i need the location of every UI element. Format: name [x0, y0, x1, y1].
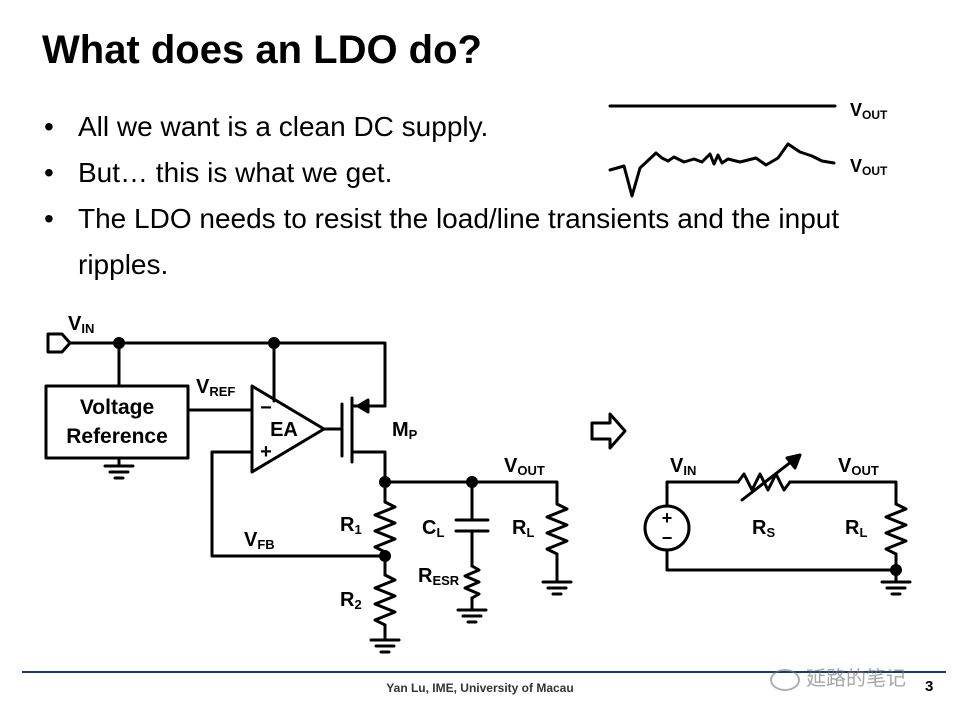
bullet-list: All we want is a clean DC supply. But… t… — [42, 104, 892, 288]
voltage-reference-label: Voltage — [80, 396, 154, 419]
ldo-circuit: VIN Voltage Reference VREF EA − + — [44, 313, 573, 654]
resr-label: RESR — [418, 565, 460, 588]
noisy-vout-label: VOUT — [850, 156, 888, 178]
bullet-item: The LDO needs to resist the load/line tr… — [42, 196, 892, 288]
vin-label: VIN — [68, 313, 94, 336]
eq-rl-label: RL — [845, 517, 867, 540]
footer-text: Yan Lu, IME, University of Macau — [386, 681, 574, 695]
pmos-pass-transistor — [340, 396, 387, 484]
wechat-icon — [770, 668, 800, 691]
resr-resistor — [463, 564, 481, 600]
eq-bottom-wire — [665, 548, 898, 572]
eq-vin-label: VIN — [670, 455, 696, 478]
r2-label: R2 — [340, 589, 362, 612]
junction-dot — [890, 564, 902, 576]
noisy-vout-waveform — [608, 142, 836, 198]
rs-variable-arrowhead — [785, 453, 802, 470]
eq-top-wire-right — [788, 480, 898, 506]
watermark: 延路的笔记 — [770, 662, 906, 691]
rs-variable-arrow — [740, 456, 798, 502]
rs-label: RS — [752, 517, 775, 540]
page-number: 3 — [925, 678, 934, 695]
ldo-diagram: VOUT VOUT VIN Voltage Reference VREF EA … — [44, 100, 912, 654]
r2-resistor — [373, 573, 397, 627]
ground-icon — [880, 580, 912, 596]
vin-input-pin — [46, 332, 72, 354]
ground-icon — [456, 608, 488, 624]
feedback-wire — [210, 450, 387, 558]
watermark-text: 延路的笔记 — [806, 666, 906, 690]
r1-resistor — [373, 500, 397, 554]
vfb-label: VFB — [244, 529, 275, 552]
voltage-reference-label: Reference — [66, 425, 168, 448]
r1-label: R1 — [340, 514, 362, 537]
bullet-item: But… this is what we get. — [42, 150, 892, 196]
ground-icon — [541, 580, 573, 596]
cl-label: CL — [422, 517, 444, 540]
ea-label: EA — [270, 419, 298, 441]
ea-minus-label: − — [260, 397, 272, 419]
footer-divider — [22, 671, 946, 673]
equivalent-arrow-icon — [590, 412, 627, 450]
eq-top-wire — [665, 480, 740, 508]
vout-rail — [383, 480, 559, 506]
vref-label: VREF — [196, 376, 235, 399]
ea-plus-label: + — [260, 441, 272, 463]
source-plus-label: + — [662, 508, 673, 528]
ground-icon — [369, 638, 401, 654]
slide-title: What does an LDO do? — [42, 28, 482, 72]
clean-vout-label: VOUT — [850, 100, 888, 122]
mp-label: MP — [392, 419, 418, 442]
eq-rl-resistor — [884, 502, 908, 556]
rl-resistor — [545, 502, 569, 556]
equivalent-circuit: VIN VOUT RS + − RL — [643, 453, 912, 596]
rl-label: RL — [512, 517, 534, 540]
voltage-reference-block — [44, 384, 190, 460]
vout-label: VOUT — [504, 455, 545, 478]
vin-rail — [68, 341, 387, 408]
waveforms: VOUT VOUT — [608, 100, 888, 198]
bullet-item: All we want is a clean DC supply. — [42, 104, 892, 150]
error-amplifier — [250, 384, 326, 474]
ground-icon — [103, 464, 135, 480]
source-minus-label: − — [662, 528, 673, 548]
eq-vout-label: VOUT — [838, 455, 879, 478]
